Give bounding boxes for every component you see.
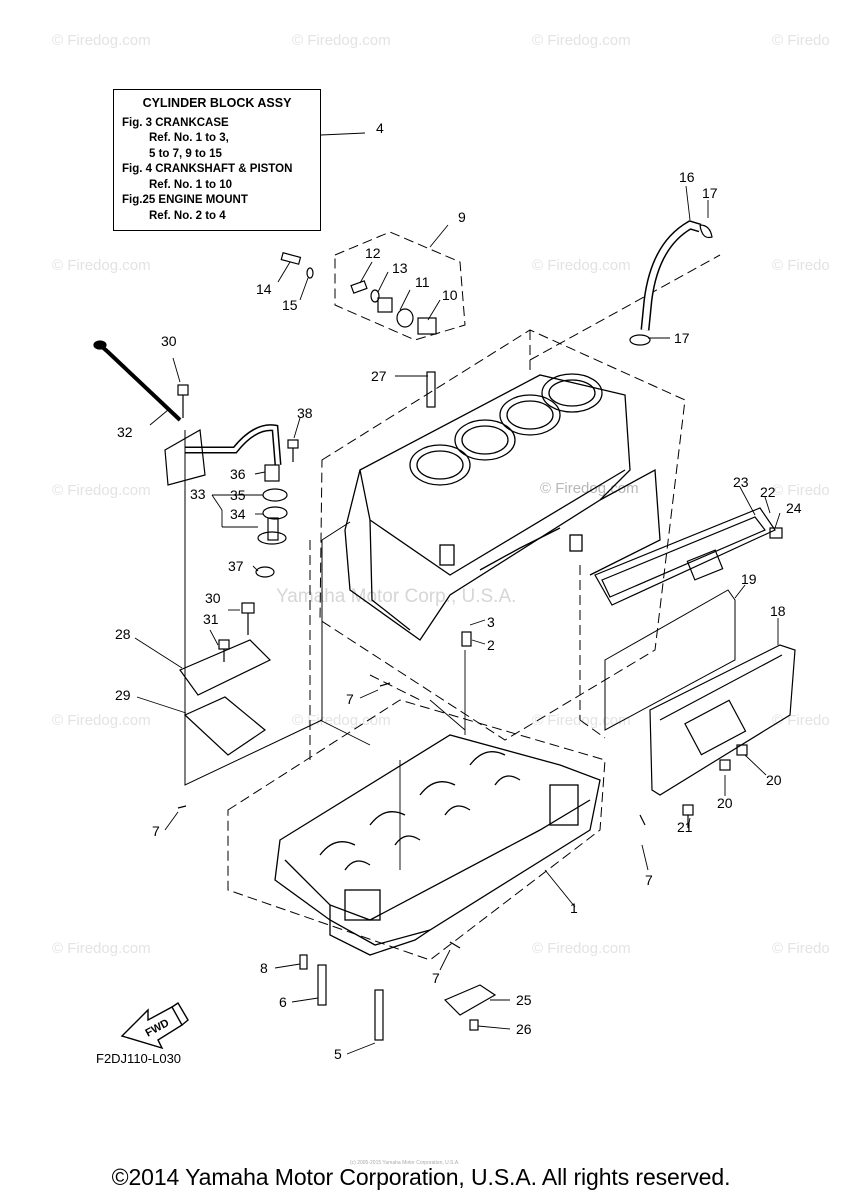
legend-box: CYLINDER BLOCK ASSY Fig. 3 CRANKCASE Ref… [113, 89, 321, 231]
watermark: © Firedog.com [52, 940, 151, 957]
dipstick-32 [98, 343, 182, 422]
callout-30-lower: 30 [205, 590, 221, 606]
callout-18: 18 [770, 603, 786, 619]
callout-14: 14 [256, 281, 272, 297]
callout-12: 12 [365, 245, 381, 261]
bracket-25 [443, 984, 497, 1016]
watermark: © Firedog.com [532, 257, 631, 274]
gasket-29 [183, 696, 267, 756]
group-box-cylinder [319, 329, 686, 741]
callout-22: 22 [760, 484, 776, 500]
watermark: © Firedo [772, 257, 830, 274]
watermark: © Firedog.com [52, 257, 151, 274]
callout-19: 19 [741, 571, 757, 587]
watermark: © Firedog.com [532, 940, 631, 957]
callout-20-right: 20 [766, 772, 782, 788]
plate-28 [179, 639, 272, 696]
cover-23 [594, 507, 776, 606]
fittings-34-37 [255, 464, 288, 578]
callout-17-bottom: 17 [674, 330, 690, 346]
callout-2: 2 [487, 637, 495, 653]
callout-5: 5 [334, 1046, 342, 1062]
fwd-arrow [120, 1002, 189, 1050]
watermark: © Firedog.com [52, 482, 151, 499]
group-box-9 [334, 231, 466, 341]
callout-4: 4 [376, 120, 384, 136]
callout-6: 6 [279, 994, 287, 1010]
diagram-code: F2DJ110-L030 [96, 1051, 182, 1066]
hose-33 [185, 424, 282, 466]
dash-line [369, 674, 421, 701]
dipstick-guide [164, 429, 206, 486]
small-copyright: (c) 2005-2015 Yamaha Motor Corporation, … [350, 1160, 460, 1166]
legend-title: CYLINDER BLOCK ASSY [142, 96, 292, 110]
legend-line: Fig.25 ENGINE MOUNT [122, 194, 248, 206]
callout-9: 9 [458, 209, 466, 225]
callout-32: 32 [117, 424, 133, 440]
callout-7-upper: 7 [346, 691, 354, 707]
callout-1: 1 [570, 900, 578, 916]
copyright-footer: ©2014 Yamaha Motor Corporation, U.S.A. A… [111, 1164, 731, 1190]
callout-37: 37 [228, 558, 244, 574]
legend-line: Ref. No. 2 to 4 [149, 209, 226, 222]
dash-line [579, 719, 606, 739]
dash-frame [184, 430, 323, 786]
callout-7-bottom: 7 [432, 970, 440, 986]
callout-10: 10 [442, 287, 458, 303]
cylinder-block [344, 373, 661, 641]
callout-3: 3 [487, 614, 495, 630]
callout-17-top: 17 [702, 185, 718, 201]
legend-line: Fig. 4 CRANKSHAFT & PISTON [122, 163, 293, 175]
watermark: © Firedog.com [52, 32, 151, 49]
watermark: © Firedog.com [532, 32, 631, 49]
callout-7-right: 7 [645, 872, 653, 888]
watermark: © Firedo [772, 712, 830, 729]
gasket-19 [604, 589, 736, 731]
watermark: © Firedog.com [292, 32, 391, 49]
legend-line: Fig. 3 CRANKCASE [122, 116, 229, 129]
callout-30-top: 30 [161, 333, 177, 349]
callout-23: 23 [733, 474, 749, 490]
callout-38: 38 [297, 405, 313, 421]
clip-17-lower [629, 334, 651, 346]
callout-7-left: 7 [152, 823, 160, 839]
watermark: © Firedog.com [52, 712, 151, 729]
clip-17 [699, 224, 713, 239]
callout-24: 24 [786, 500, 802, 516]
callout-20-lower: 20 [717, 795, 733, 811]
callout-8: 8 [260, 960, 268, 976]
watermark: © Firedo [772, 940, 830, 957]
crankcase [274, 734, 601, 956]
callout-31: 31 [203, 611, 219, 627]
plate-18 [649, 644, 796, 796]
bolts [177, 252, 783, 1041]
callout-11: 11 [415, 274, 430, 290]
callout-33: 33 [190, 486, 206, 502]
callout-25: 25 [516, 992, 532, 1008]
callout-36: 36 [230, 466, 246, 482]
watermark: © Firedo [772, 32, 830, 49]
legend-line: 5 to 7, 9 to 15 [149, 147, 222, 160]
callout-34: 34 [230, 506, 246, 522]
callout-28: 28 [115, 626, 131, 642]
group-box-crankcase [227, 699, 606, 961]
callout-35: 35 [230, 487, 246, 503]
callout-13: 13 [392, 260, 408, 276]
watermark: © Firedog.com [292, 712, 391, 729]
watermark: © Firedo [772, 482, 830, 499]
dash-line [529, 254, 721, 361]
callout-21: 21 [677, 819, 693, 835]
legend-line: Ref. No. 1 to 10 [149, 178, 233, 191]
callout-27: 27 [371, 368, 387, 384]
callout-26: 26 [516, 1021, 532, 1037]
legend-line: Ref. No. 1 to 3, [149, 132, 229, 144]
callout-29: 29 [115, 687, 131, 703]
callout-15: 15 [282, 297, 298, 313]
callout-16: 16 [679, 169, 695, 185]
